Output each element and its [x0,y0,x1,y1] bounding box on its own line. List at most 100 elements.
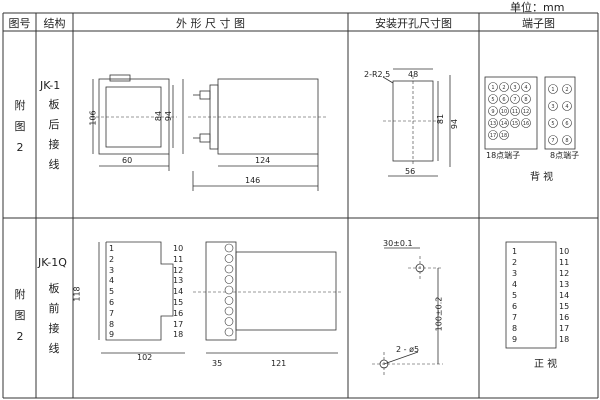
header-outline: 外 形 尺 寸 图 [176,16,245,30]
front-terminal-label: 1 [512,247,518,256]
outline-terminal-label: 3 [109,265,115,275]
terminal-18-label: 6 [502,97,505,103]
terminal-8-label: 8 [565,138,568,144]
outline-terminal-label: 8 [109,319,115,329]
terminal-18-circle [488,82,498,92]
fig-char: 附 [14,99,26,112]
mount-char: 线 [48,342,60,355]
mount-char: 线 [48,158,60,171]
row1-cutout-drawing [382,68,451,177]
terminal-18-label: 16 [523,121,529,127]
mount-char: 后 [48,118,60,131]
row2-model: JK-1Q [38,256,67,269]
outline-terminal-label: 6 [109,298,115,307]
dim-d2: 146 [245,176,261,185]
terminal-18-circle [499,130,509,140]
terminal-8-circle [548,101,558,111]
dim-h1: 106 [88,110,98,126]
cutout-h1: 81 [436,113,446,125]
terminal-18-label: 8 [524,97,527,103]
row2-dim-d2: 121 [271,359,287,368]
terminal-18-circle [488,118,498,128]
mount-char: 板 [48,98,60,111]
fig-char: 附 [14,288,26,301]
terminal-18-label: 7 [513,97,516,103]
front-terminal-label: 3 [512,269,518,278]
terminal-18-label: 13 [490,121,496,127]
terminal-18-circle [510,118,520,128]
terminal-8-label: 7 [551,138,554,144]
terminal-8-label: 2 [565,87,568,93]
dim-w1: 60 [122,156,133,165]
terminal-8-circle [562,84,572,94]
cutout-width: 48 [408,70,419,79]
row2-dim-w1: 102 [137,353,153,362]
terminal-8-label: 1 [551,87,554,93]
cutout2-height: 100±0.2 [434,296,444,332]
terminal-screw [224,296,234,305]
terminal-8-label: 4 [565,104,568,110]
row2-cutout-drawing [372,247,443,376]
terminal-screw [224,275,234,284]
terminal-18-circle [488,94,498,104]
terminal-18-label: 4 [524,85,527,91]
terminal-18-label: 10 [501,109,507,115]
terminal-18-circle [499,82,509,92]
front-terminal-label: 2 [512,258,518,267]
outline-terminal-label: 15 [173,298,184,307]
row2-dim-d1: 35 [212,359,223,368]
terminal-18-label: 14 [501,121,507,127]
dim-d1: 124 [255,156,271,165]
outline-terminal-label: 14 [173,287,184,297]
unit-label: 单位：mm [510,1,565,14]
terminal-8-circle [548,84,558,94]
terminal-screw [224,306,234,316]
front-view-label: 正 视 [534,359,558,370]
outline-terminal-label: 12 [173,265,184,275]
front-terminal-label: 13 [559,280,570,289]
terminal-18-circle [521,82,531,92]
terminal-8-label: 3 [551,104,554,110]
row1-outline-drawing [91,74,328,191]
front-terminal-label: 14 [559,291,570,300]
row2-dim-h1: 118 [72,286,82,302]
terminal-18-circle [521,118,531,128]
cutout-h2: 94 [450,118,460,130]
outline-terminal-label: 16 [173,308,184,318]
cutout2-width: 30±0.1 [383,239,413,248]
front-terminal-label: 18 [559,335,570,344]
terminal-caption-8: 8点端子 [550,151,580,160]
terminal-18-circle [488,106,498,116]
outline-terminal-label: 5 [109,287,115,297]
front-terminal-label: 11 [559,258,570,267]
row2-terminal-box [505,241,557,349]
header-terminals: 端子图 [522,16,555,30]
terminal-18-label: 17 [490,133,496,139]
outline-terminal-label: 18 [173,330,184,340]
terminal-screw [224,317,234,326]
front-terminal-label: 15 [559,302,570,311]
front-terminal-label: 12 [559,269,570,278]
front-terminal-label: 4 [512,280,518,289]
terminal-8-label: 6 [565,121,568,127]
outline-terminal-label: 11 [173,254,184,264]
terminal-screw [224,285,234,295]
terminal-screw [224,264,234,274]
terminal-screw [224,243,234,253]
fig-char: 2 [16,330,24,343]
fig-char: 图 [14,120,26,133]
terminal-18-circle [499,94,509,104]
dim-h3: 94 [164,110,174,122]
terminal-8-circle [548,135,558,145]
terminal-18-label: 5 [491,97,494,103]
mount-char: 板 [48,282,60,295]
cutout-w2: 56 [405,167,416,176]
header-figure-no: 图号 [8,16,31,30]
terminal-caption-18: 18点端子 [486,151,521,160]
fig-char: 2 [16,141,24,154]
terminal-18-label: 9 [491,109,494,115]
front-terminal-label: 6 [512,302,518,311]
header-structure: 结构 [43,16,66,30]
